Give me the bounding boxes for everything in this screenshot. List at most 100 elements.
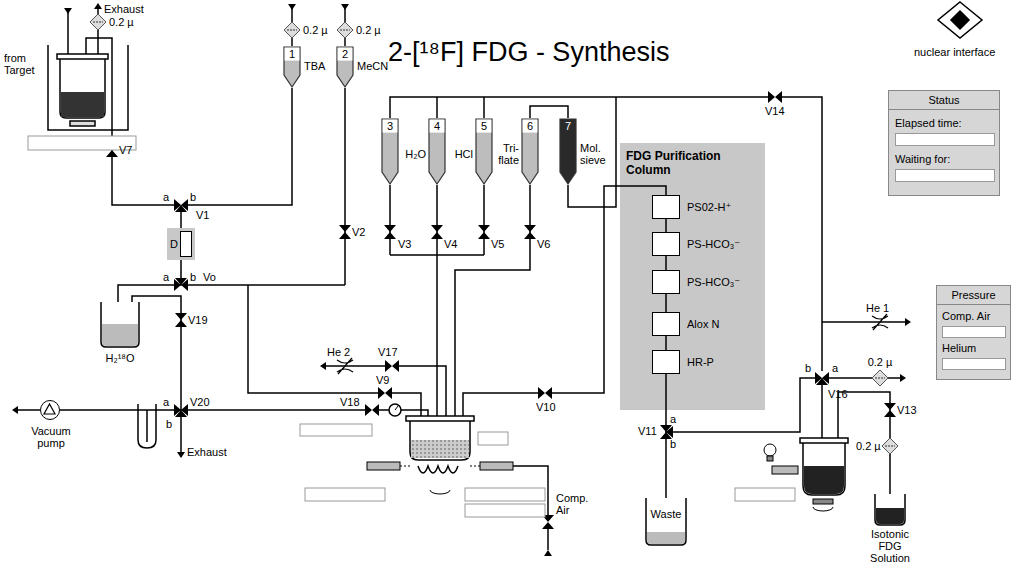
node-text: 0.2 µ xyxy=(356,24,381,36)
product-vial xyxy=(764,438,848,511)
tube-connector xyxy=(530,106,568,118)
target-vessel xyxy=(28,45,136,150)
pressure-panel xyxy=(942,358,1006,370)
node-text: FDG Purification Column xyxy=(626,149,738,177)
status-panel xyxy=(895,169,995,182)
pump-symbol: Vacuum pump xyxy=(40,400,60,420)
port-label: b xyxy=(805,362,811,374)
reactor xyxy=(480,462,513,470)
product-vial xyxy=(804,466,844,494)
node-text: 6 xyxy=(521,120,539,132)
readout-field xyxy=(465,504,545,517)
tubing xyxy=(248,285,379,393)
status-panel xyxy=(889,109,999,110)
reagent-vial xyxy=(337,47,353,87)
filter-symbol xyxy=(90,14,106,30)
valve-label: V16 xyxy=(828,388,848,400)
cartridge: PS02-H⁺ xyxy=(652,195,680,219)
node-text: Waiting for: xyxy=(895,153,995,165)
target-vessel xyxy=(60,58,105,118)
node-text: HCl xyxy=(447,148,473,160)
reagent-vial xyxy=(476,119,492,184)
tube-connector xyxy=(665,294,667,312)
flow-arrow xyxy=(94,3,102,9)
tubing xyxy=(673,378,815,432)
filter-symbol xyxy=(90,14,106,30)
reagent-vial: 3 xyxy=(381,118,399,185)
valve-symbol xyxy=(884,403,896,417)
filter-symbol xyxy=(882,438,898,454)
tubing xyxy=(180,212,182,228)
reactor xyxy=(367,462,400,470)
text-label: from Target xyxy=(4,52,44,76)
node-text: H₂¹⁸O xyxy=(95,352,145,364)
valve-label: V19 xyxy=(188,314,208,326)
sieve-vial: 7Mol. sieve xyxy=(559,118,577,185)
target-vessel xyxy=(70,121,95,126)
readout-field xyxy=(478,432,508,445)
valve-label: V17 xyxy=(378,346,398,358)
reagent-vial xyxy=(382,119,398,184)
node-text: PS-HCO₃⁻ xyxy=(687,276,740,288)
waste-beaker xyxy=(645,498,687,546)
port-label: a xyxy=(832,362,838,374)
tubing xyxy=(390,97,769,118)
text-label: He 1 xyxy=(866,302,889,314)
reagent-vial: 5HCl xyxy=(475,118,493,185)
tubing xyxy=(378,409,389,411)
tubing xyxy=(888,377,900,379)
product-vial xyxy=(875,494,905,525)
valve-symbol xyxy=(385,360,399,372)
node-text: 7 xyxy=(559,120,577,132)
product-vial xyxy=(800,438,848,443)
reagent-vial xyxy=(522,119,538,184)
reagent-vial: 2MeCN xyxy=(336,46,354,88)
tubing xyxy=(436,185,438,255)
tube-connector xyxy=(291,38,293,46)
water-vial xyxy=(101,302,139,347)
flow-arrow xyxy=(905,318,911,326)
valve-label: V2 xyxy=(352,226,365,238)
reagent-vial: 6Tri- flate xyxy=(521,118,539,185)
product-vial xyxy=(813,507,833,511)
valve-symbol xyxy=(174,199,188,212)
node-text: 2 xyxy=(336,48,354,60)
node-text: TBA xyxy=(304,60,325,72)
node-text: Waste xyxy=(645,508,687,520)
valve-label: V1 xyxy=(196,209,209,221)
cartridge: D xyxy=(167,228,195,260)
text-label: He 2 xyxy=(327,346,350,358)
node-text: H₂O xyxy=(400,148,426,160)
reactor xyxy=(389,404,401,416)
tubing xyxy=(389,185,391,255)
filter-symbol: 0.2 µ xyxy=(866,356,894,386)
node-text: 0.2 µ xyxy=(303,24,328,36)
tubing xyxy=(436,255,438,416)
cartridge: HR-P xyxy=(652,350,680,374)
reactor xyxy=(367,404,513,494)
valve-symbol xyxy=(815,372,829,385)
node-text: 0.2 µ xyxy=(856,440,881,452)
tubing xyxy=(326,365,386,367)
node-text: Mol. sieve xyxy=(580,142,612,166)
tubing xyxy=(97,30,99,54)
cold-trap xyxy=(146,410,148,442)
diagram-title: 2-[¹⁸F] FDG - Synthesis xyxy=(388,36,669,68)
flow-arrow xyxy=(177,452,185,458)
node-text: Elapsed time: xyxy=(895,117,995,129)
reagent-vial xyxy=(429,119,445,184)
valve-symbol xyxy=(384,225,396,239)
node-text: 0.2 µ xyxy=(109,16,134,28)
flow-arrow xyxy=(288,4,296,10)
valve-label: V9 xyxy=(376,374,389,386)
valve-symbol xyxy=(431,225,443,239)
product-vial xyxy=(803,442,845,495)
product-vial xyxy=(874,494,906,526)
flow-arrow xyxy=(544,550,552,556)
port-label: b xyxy=(166,418,172,430)
port-label: a xyxy=(163,271,169,283)
company-logo xyxy=(938,2,982,38)
readout-field xyxy=(300,424,372,436)
tubing xyxy=(483,185,485,255)
